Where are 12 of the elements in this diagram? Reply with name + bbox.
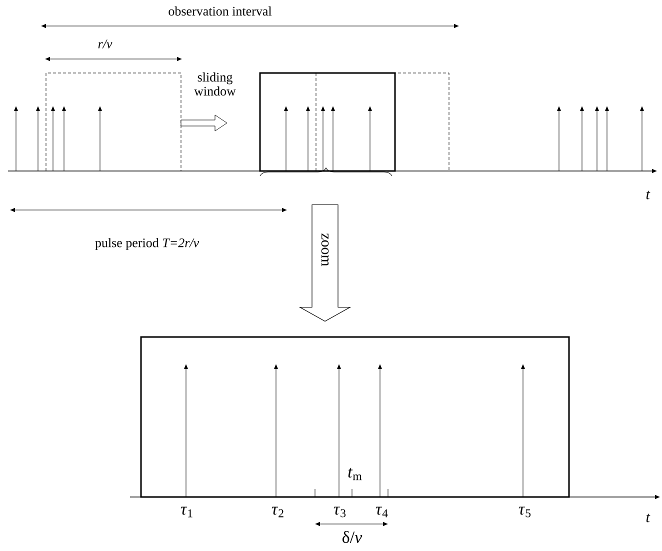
axis-label: t — [646, 514, 650, 522]
axis-label: observation interval — [168, 6, 272, 16]
block-arrow — [298, 204, 352, 322]
window-box — [140, 336, 570, 498]
dimension-label: pulse period T=2r/v — [95, 238, 200, 250]
axis-label: t — [646, 190, 650, 200]
arrow-label: sliding window — [194, 72, 236, 96]
time-label: t$_{m}$ — [348, 468, 362, 480]
dimension-label: δ/v — [342, 530, 362, 544]
window-box — [259, 72, 396, 172]
edge-label: zoom — [321, 234, 329, 266]
dimension-label: r/v — [98, 40, 112, 48]
